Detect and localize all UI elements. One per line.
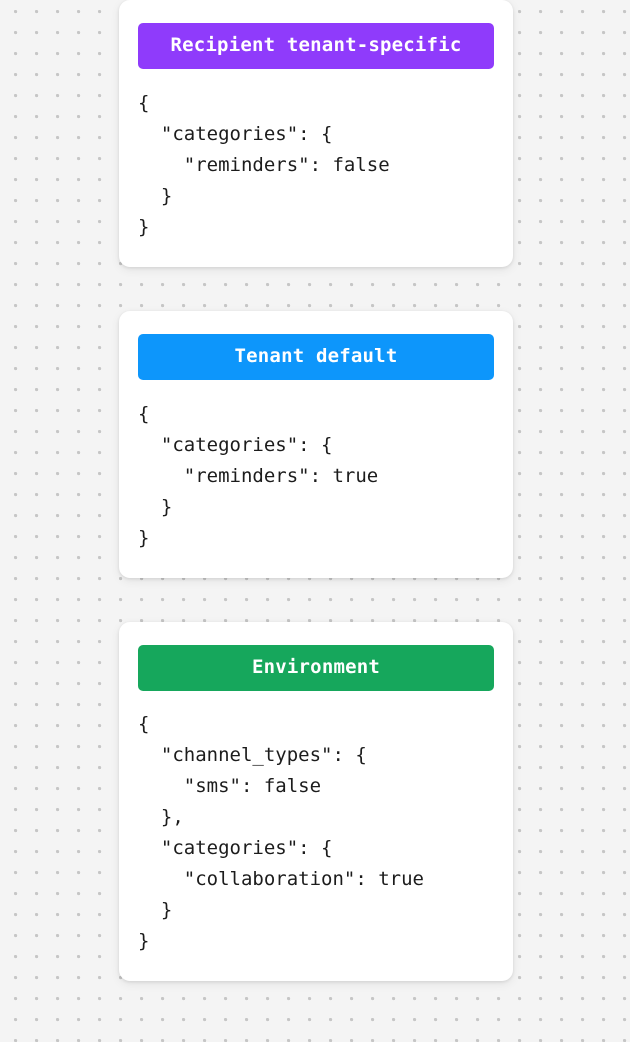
- card-header-recipient-tenant-specific: Recipient tenant-specific: [138, 23, 494, 69]
- card-header-tenant-default: Tenant default: [138, 334, 494, 380]
- card-environment: Environment { "channel_types": { "sms": …: [119, 622, 513, 981]
- card-header-environment: Environment: [138, 645, 494, 691]
- preference-layer-stack: Recipient tenant-specific { "categories"…: [119, 0, 513, 981]
- code-block-recipient-tenant-specific: { "categories": { "reminders": false } }: [138, 92, 390, 238]
- code-block-tenant-default: { "categories": { "reminders": true } }: [138, 403, 379, 549]
- code-block-environment: { "channel_types": { "sms": false }, "ca…: [138, 713, 424, 952]
- card-tenant-default: Tenant default { "categories": { "remind…: [119, 311, 513, 578]
- card-recipient-tenant-specific: Recipient tenant-specific { "categories"…: [119, 0, 513, 267]
